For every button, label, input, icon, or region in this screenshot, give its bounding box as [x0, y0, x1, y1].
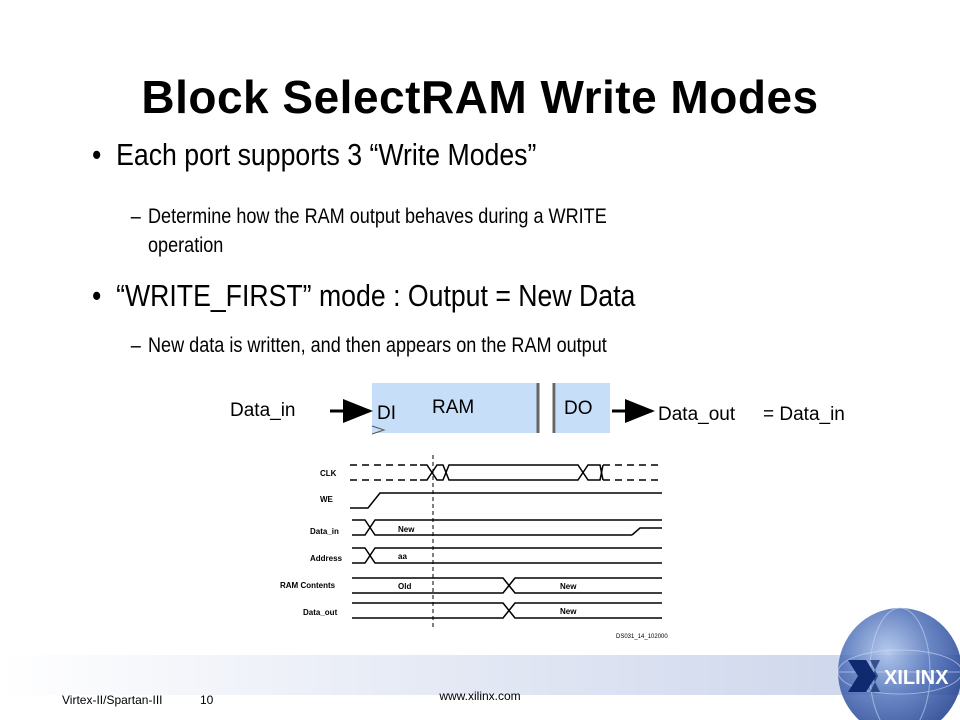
do-label: DO: [564, 398, 593, 419]
address-waveform: [352, 547, 662, 564]
di-label: DI: [377, 403, 396, 424]
data-out-label: Data_out: [658, 404, 736, 425]
sub-bullet-1-line2: operation: [148, 234, 224, 257]
signal-label-ram-contents: RAM Contents: [280, 581, 336, 590]
sub-bullet-1: – Determine how the RAM output behaves d…: [131, 202, 607, 260]
bullet-2-text: “WRITE_FIRST” mode : Output = New Data: [116, 278, 636, 313]
signal-label-clk: CLK: [320, 469, 337, 478]
footer-page-number: 10: [200, 693, 214, 707]
data-out-new-value: New: [560, 607, 577, 616]
sub-bullet-1-line1: Determine how the RAM output behaves dur…: [148, 205, 607, 228]
data-in-label: Data_in: [230, 400, 296, 421]
footer-course-name: Virtex-II/Spartan-III: [62, 693, 163, 707]
clk-waveform: [350, 464, 662, 481]
sub-bullet-2-line1: New data is written, and then appears on…: [148, 334, 607, 357]
address-value: aa: [398, 552, 407, 561]
xilinx-x-mark-icon: [848, 660, 880, 692]
data-in-value: New: [398, 525, 415, 534]
xilinx-logo-text: XILINX: [884, 667, 949, 689]
signal-label-data-in: Data_in: [310, 527, 339, 536]
we-waveform: [350, 492, 662, 509]
bullet-1: • Each port supports 3 “Write Modes”: [92, 137, 536, 173]
signal-label-data-out: Data_out: [303, 608, 338, 617]
bullet-dot: •: [92, 278, 102, 313]
signal-label-address: Address: [310, 554, 343, 563]
sub-bullet-dash: –: [130, 205, 141, 228]
ram-new-value: New: [560, 582, 577, 591]
slide-title: Block SelectRAM Write Modes: [141, 71, 819, 123]
ram-contents-waveform: [352, 577, 662, 594]
data-in-waveform: [352, 519, 662, 536]
do-port-box: [556, 383, 610, 433]
bullet-dot: •: [92, 137, 102, 172]
footer-gradient-bar: [0, 655, 960, 695]
clock-triangle: [371, 425, 386, 435]
globe-icon: [838, 608, 960, 720]
ram-old-value: Old: [398, 582, 411, 591]
bullet-1-text: Each port supports 3 “Write Modes”: [116, 137, 537, 172]
signal-label-we: WE: [320, 495, 334, 504]
figure-code: DS031_14_102000: [616, 634, 668, 640]
equals-data-in-label: = Data_in: [763, 404, 845, 425]
footer-url[interactable]: www.xilinx.com: [439, 689, 521, 703]
bullet-2: • “WRITE_FIRST” mode : Output = New Data: [92, 278, 635, 314]
sub-bullet-2: – New data is written, and then appears …: [131, 331, 607, 360]
data-out-waveform: [352, 602, 662, 619]
ram-label: RAM: [432, 397, 475, 418]
ram-body: [372, 383, 538, 433]
sub-bullet-dash: –: [130, 334, 141, 357]
